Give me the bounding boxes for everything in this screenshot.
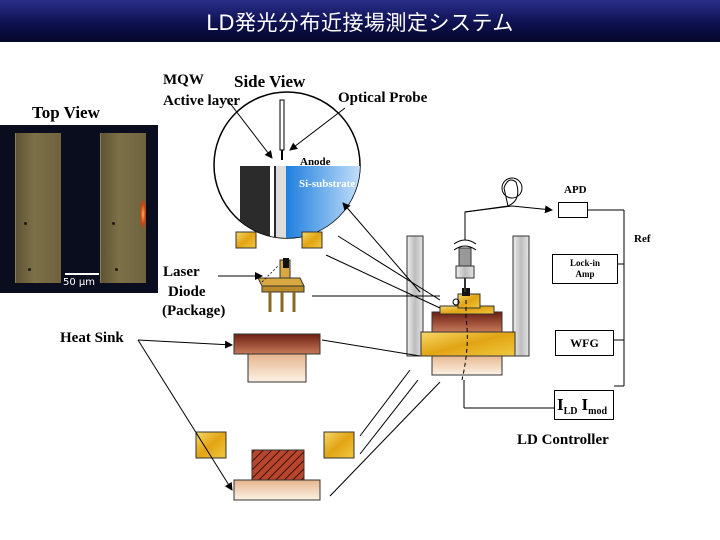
lockin-label-2: Amp xyxy=(575,269,595,279)
ld-current-box: ILD Imod xyxy=(554,390,614,420)
page-title: LD発光分布近接場測定システム xyxy=(206,11,514,35)
guide-line xyxy=(325,254,441,309)
apd-box xyxy=(558,202,588,218)
gold-pad-large xyxy=(195,431,227,459)
measurement-stage xyxy=(406,235,530,381)
wfg-box: WFG xyxy=(555,330,614,356)
gold-pad-large xyxy=(323,431,355,459)
gold-pad xyxy=(235,231,257,249)
chip-dot xyxy=(24,222,27,225)
imod-main: I xyxy=(581,395,589,414)
ref-label: Ref xyxy=(634,233,651,245)
lockin-amp-box: Lock-in Amp xyxy=(552,254,618,284)
ld-chip-left xyxy=(15,133,61,283)
guide-line xyxy=(337,235,441,301)
active-layer-label: Active layer xyxy=(163,93,241,109)
guide-line xyxy=(321,339,421,357)
chip-dot xyxy=(115,268,118,271)
heat-sink-plate xyxy=(233,479,321,501)
heat-sink-arrow xyxy=(137,339,233,349)
heat-sink-hatched xyxy=(251,449,305,481)
emission-spot xyxy=(140,200,146,228)
chip-dot xyxy=(112,222,115,225)
probe-arrow xyxy=(289,107,346,151)
mqw-label: MQW xyxy=(163,72,204,88)
title-bar: LD発光分布近接場測定システム xyxy=(0,0,720,42)
guide-line xyxy=(359,379,419,455)
ild-main: I xyxy=(557,395,564,414)
lockin-label-1: Lock-in xyxy=(569,258,600,268)
imod-sub: mod xyxy=(588,406,608,418)
package-label: (Package) xyxy=(162,303,226,319)
laser-package xyxy=(257,258,305,312)
laser-label: Laser xyxy=(163,264,200,280)
gold-pad xyxy=(301,231,323,249)
apd-label: APD xyxy=(564,184,587,196)
mqw-arrow xyxy=(225,97,273,159)
heat-sink-arrow-2 xyxy=(137,339,233,491)
guide-line xyxy=(329,381,441,497)
diode-label: Diode xyxy=(168,284,206,300)
scale-bar-label: 50 μm xyxy=(63,277,96,288)
ild-sub: LD xyxy=(563,406,578,418)
stage-to-sideview-arrow xyxy=(342,202,421,293)
ld-controller-label: LD Controller xyxy=(517,432,609,448)
si-substrate-label: Si-substrate xyxy=(299,178,356,190)
side-view-label: Side View xyxy=(234,72,306,91)
guide-line xyxy=(359,369,411,437)
top-view-photo: 50 μm xyxy=(0,125,158,293)
ld-chip-right xyxy=(100,133,146,283)
probe-head xyxy=(453,177,553,292)
anode-label: Anode xyxy=(300,156,331,168)
heat-sink-base xyxy=(247,353,307,383)
heat-sink-top xyxy=(233,333,321,355)
scale-bar xyxy=(65,273,99,275)
side-view-circle xyxy=(213,91,361,239)
chip-dot xyxy=(28,268,31,271)
optical-probe-label: Optical Probe xyxy=(338,90,428,106)
top-view-label: Top View xyxy=(32,103,100,122)
heat-sink-label: Heat Sink xyxy=(60,330,124,346)
